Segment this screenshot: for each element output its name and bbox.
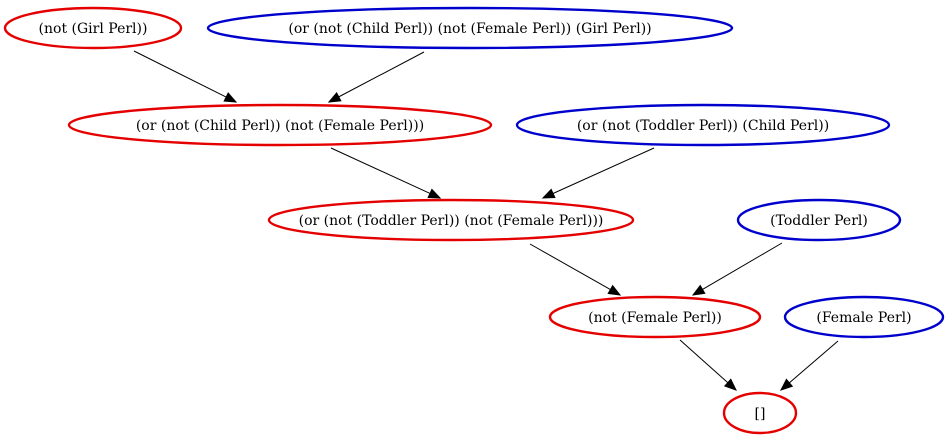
- node-label: (Female Perl): [816, 310, 911, 326]
- arrowhead-icon: [607, 284, 622, 296]
- node-label: (or (not (Toddler Perl)) (not (Female Pe…: [299, 213, 604, 229]
- node-empty-clause: []: [722, 391, 798, 435]
- edge-n6-to-n7: [691, 242, 783, 296]
- arrowhead-icon: [779, 378, 794, 391]
- node-or-not-child-perl-not-female-perl-girl-perl: (or (not (Child Perl)) (not (Female Perl…: [206, 6, 734, 50]
- node-label: (Toddler Perl): [770, 213, 868, 229]
- edge-n3-to-n5: [330, 147, 442, 199]
- edges-layer: [133, 50, 839, 391]
- node-or-not-child-perl-not-female-perl: (or (not (Child Perl)) (not (Female Perl…: [67, 103, 493, 147]
- edge-n1-to-n3: [133, 50, 238, 103]
- edge-line: [338, 51, 425, 98]
- node-ellipse: [783, 295, 945, 339]
- node-ellipse: [206, 6, 734, 50]
- node-toddler-perl: (Toddler Perl): [736, 198, 902, 242]
- node-female-perl: (Female Perl): [783, 295, 945, 339]
- edge-line: [702, 242, 783, 290]
- node-label: (or (not (Child Perl)) (not (Female Perl…: [136, 118, 424, 134]
- node-ellipse: [515, 103, 891, 147]
- arrowhead-icon: [327, 92, 342, 103]
- arrowhead-icon: [541, 188, 556, 199]
- node-ellipse: [548, 295, 762, 339]
- edge-line: [679, 339, 729, 384]
- edge-line: [552, 147, 655, 194]
- node-ellipse: [722, 391, 798, 435]
- edge-n2-to-n3: [327, 51, 425, 103]
- node-ellipse: [67, 103, 493, 147]
- node-label: (or (not (Child Perl)) (not (Female Perl…: [288, 21, 651, 37]
- node-label: (not (Female Perl)): [588, 310, 722, 326]
- nodes-layer: (not (Girl Perl)) (or (not (Child Perl)) …: [3, 6, 945, 435]
- edge-line: [330, 147, 431, 194]
- edge-line: [529, 243, 611, 291]
- edge-line: [133, 50, 227, 98]
- edge-line: [789, 340, 839, 384]
- edge-n5-to-n7: [529, 243, 622, 296]
- node-label: (not (Girl Perl)): [39, 21, 148, 37]
- arrowhead-icon: [723, 378, 737, 391]
- arrowhead-icon: [427, 188, 442, 199]
- node-or-not-toddler-perl-not-female-perl: (or (not (Toddler Perl)) (not (Female Pe…: [267, 198, 635, 242]
- arrowhead-icon: [223, 92, 238, 103]
- node-or-not-toddler-perl-child-perl: (or (not (Toddler Perl)) (Child Perl)): [515, 103, 891, 147]
- node-label: []: [755, 406, 766, 422]
- node-ellipse: [267, 198, 635, 242]
- edge-n4-to-n5: [541, 147, 655, 199]
- edge-n7-to-n9: [679, 339, 737, 391]
- edge-n8-to-n9: [779, 340, 839, 391]
- node-label: (or (not (Toddler Perl)) (Child Perl)): [577, 118, 829, 134]
- node-not-female-perl: (not (Female Perl)): [548, 295, 762, 339]
- node-not-girl-perl: (not (Girl Perl)): [3, 6, 183, 50]
- node-ellipse: [3, 6, 183, 50]
- node-ellipse: [736, 198, 902, 242]
- arrowhead-icon: [691, 284, 706, 296]
